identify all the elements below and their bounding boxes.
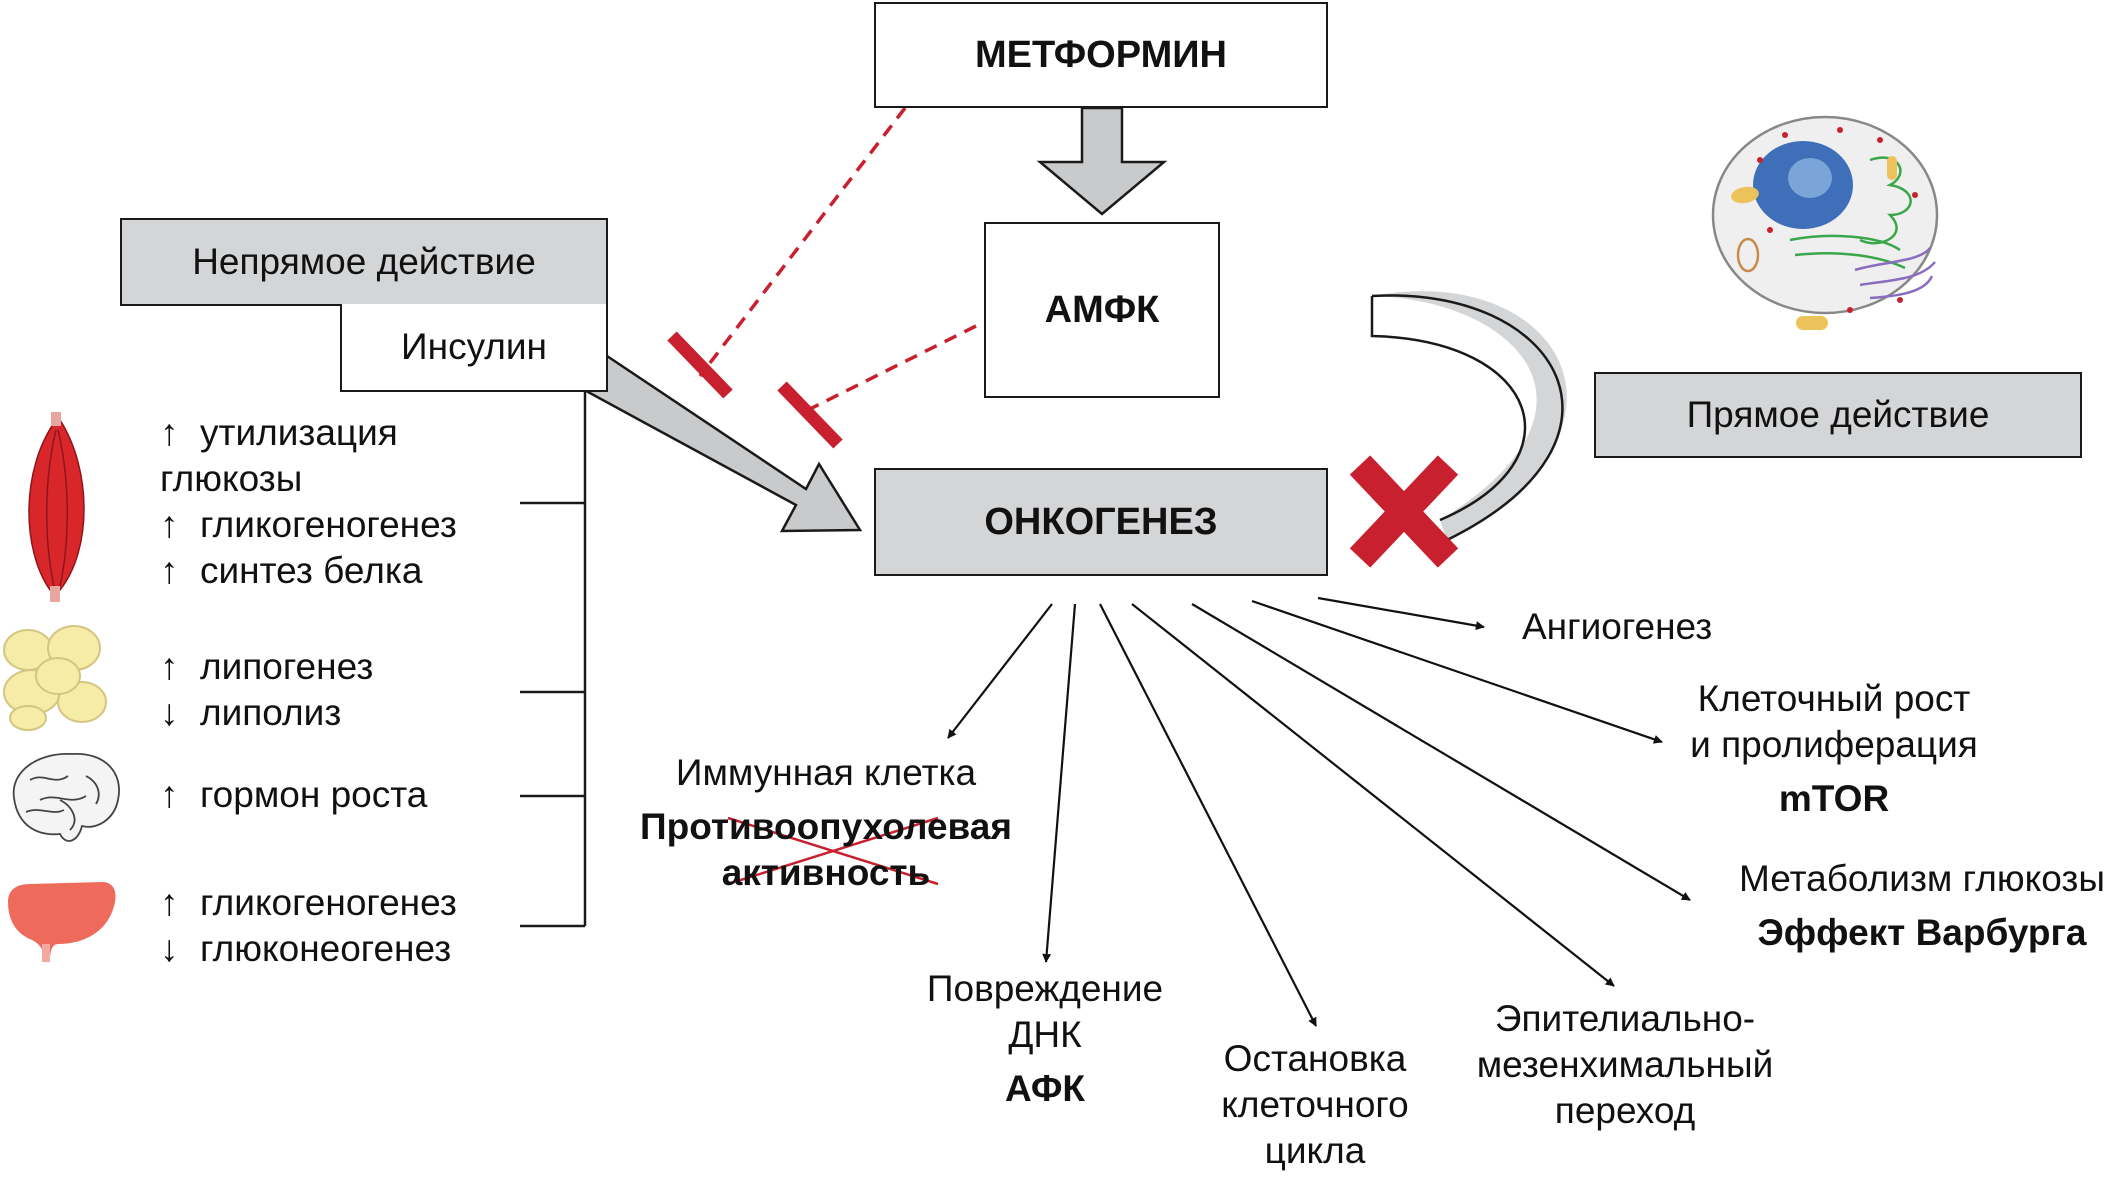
oncogenesis-box: ОНКОГЕНЕЗ — [874, 468, 1328, 576]
effect-line: ↑гормон роста — [160, 774, 428, 815]
brain-effects: ↑гормон роста — [160, 772, 427, 818]
effect-line: ↑гликогеногенез — [160, 504, 457, 545]
insulin-bracket — [520, 392, 587, 928]
effect-line: ↑липогенез — [160, 646, 374, 687]
direct-action-label: Прямое действие — [1686, 394, 1990, 435]
insulin-box: Инсулин — [340, 304, 608, 392]
muscle-icon — [28, 412, 85, 602]
arrow-dna — [1042, 603, 1077, 963]
arrow-emt — [1131, 603, 1615, 987]
emt-label: Эпителиально- мезенхимальный переход — [1476, 998, 1774, 1131]
ampk-box: АМФК — [984, 222, 1220, 398]
ros-label: АФК — [1005, 1068, 1085, 1109]
inhibit-bar-1 — [667, 331, 733, 399]
arrow-growth — [1251, 599, 1663, 744]
metformin-inhibit-dashed-line — [698, 106, 907, 378]
strikethrough-x — [727, 816, 939, 886]
antitumor-activity-label: Противоопухолевая — [640, 806, 1012, 847]
arrow-glucose — [1191, 603, 1691, 901]
insulin-label: Инсулин — [401, 326, 547, 367]
liver-icon — [8, 882, 116, 962]
arrow-immune — [947, 603, 1053, 739]
angiogenesis-label: Ангиогенез — [1522, 606, 1713, 647]
glucose-metabolism-label: Метаболизм глюкозы Эффект Варбурга — [1722, 856, 2122, 956]
direct-action-box: Прямое действие — [1594, 372, 2082, 458]
effect-line: глюкозы — [160, 458, 303, 499]
ampk-inhibit-dashed-line — [807, 324, 977, 412]
arrow-cycle — [1099, 603, 1317, 1027]
metformin-to-ampk-arrow — [1036, 106, 1168, 216]
indirect-action-label: Непрямое действие — [192, 241, 536, 282]
metformin-label: МЕТФОРМИН — [974, 33, 1227, 76]
fat-cells-icon — [3, 625, 107, 731]
brain-icon — [12, 753, 120, 842]
inhibit-bar-2 — [777, 381, 843, 449]
direct-action-curved-band-outline — [1370, 294, 1564, 542]
effect-line: ↑утилизация — [160, 412, 398, 453]
mtor-label: mTOR — [1778, 778, 1890, 819]
cell-icon — [1711, 115, 1939, 330]
immune-cell-label: Иммунная клетка Противоопухолевая активн… — [616, 750, 1036, 896]
cell-cycle-label: Остановка клеточного цикла — [1221, 1038, 1409, 1171]
dna-damage-label: Повреждение ДНК АФК — [900, 966, 1190, 1112]
effect-line: ↓липолиз — [160, 692, 342, 733]
indirect-action-box: Непрямое действие — [120, 218, 608, 306]
fat-effects: ↑липогенез ↓липолиз — [160, 644, 373, 736]
effect-line: ↑гликогеногенез — [160, 882, 457, 923]
insulin-to-oncogenesis-arrow — [586, 354, 863, 533]
liver-effects: ↑гликогеногенез ↓глюконеогенез — [160, 880, 457, 972]
direct-action-curved-band — [1372, 291, 1567, 540]
blocked-x-icon — [1349, 455, 1459, 568]
oncogenesis-label: ОНКОГЕНЕЗ — [984, 500, 1218, 543]
metformin-box: МЕТФОРМИН — [874, 2, 1328, 108]
muscle-effects: ↑утилизация глюкозы ↑гликогеногенез ↑син… — [160, 410, 457, 594]
ampk-label: АМФК — [1044, 288, 1160, 331]
effect-line: ↑синтез белка — [160, 550, 423, 591]
effect-line: ↓глюконеогенез — [160, 928, 452, 969]
warburg-label: Эффект Варбурга — [1757, 912, 2087, 953]
arrow-angiogenesis — [1317, 596, 1485, 631]
growth-label: Клеточный рост и пролиферация mTOR — [1668, 676, 2000, 822]
